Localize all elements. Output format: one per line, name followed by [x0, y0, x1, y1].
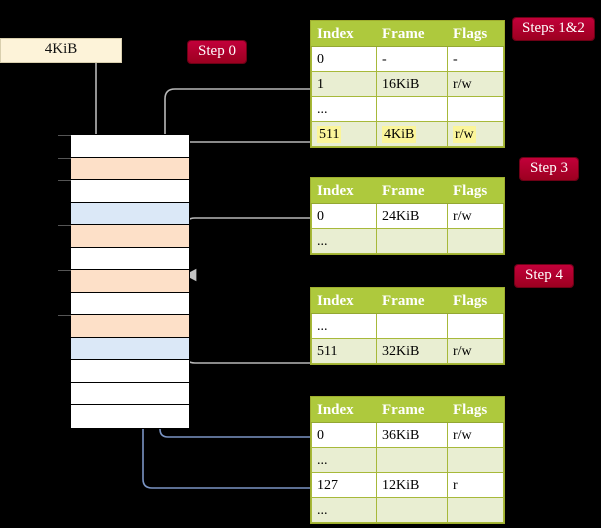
table-row: ...	[311, 447, 504, 473]
cell-index: 0	[311, 203, 377, 229]
cell-frame: -	[376, 46, 448, 72]
cell-frame	[376, 447, 448, 473]
cell-flags	[447, 228, 504, 254]
memory-row-tick	[58, 180, 71, 181]
column-header-frame: Frame	[376, 21, 448, 47]
cell-frame: 16KiB	[376, 71, 448, 97]
column-header-flags: Flags	[447, 178, 504, 204]
column-header-frame: Frame	[376, 178, 448, 204]
memory-row-tick	[58, 315, 71, 316]
cell-frame	[376, 313, 448, 339]
memory-row-tick	[58, 270, 71, 271]
column-header-index: Index	[311, 397, 377, 423]
memory-frame-row	[71, 202, 189, 225]
frame-4kib-label: 4KiB	[44, 41, 78, 57]
badge-step-4: Step 4	[515, 265, 573, 287]
memory-frame-row	[58, 270, 189, 293]
memory-frame-row	[58, 135, 189, 158]
cell-flags: r/w	[447, 71, 504, 97]
table-row: ...	[311, 228, 504, 254]
cell-flags: r	[447, 472, 504, 498]
cell-frame	[376, 96, 448, 122]
table-row: ...	[311, 96, 504, 122]
memory-frame-row	[71, 337, 189, 360]
cell-flags	[447, 447, 504, 473]
column-header-flags: Flags	[447, 21, 504, 47]
cell-frame: 24KiB	[376, 203, 448, 229]
memory-row-tick	[58, 157, 71, 159]
cell-flags: r/w	[447, 203, 504, 229]
column-header-index: Index	[311, 288, 377, 314]
cell-frame	[376, 497, 448, 523]
cell-frame: 36KiB	[376, 422, 448, 448]
memory-frame-row	[71, 247, 189, 270]
memory-frame-row	[71, 360, 189, 383]
cell-index: 511	[311, 121, 377, 147]
memory-frame-row	[58, 180, 189, 203]
memory-frame-row	[71, 292, 189, 315]
cell-frame: 12KiB	[376, 472, 448, 498]
memory-row-tick	[58, 135, 71, 136]
cell-flags	[447, 96, 504, 122]
column-header-frame: Frame	[376, 288, 448, 314]
cell-index: 511	[311, 338, 377, 364]
cell-flags: r/w	[447, 121, 504, 147]
memory-frame-row	[71, 382, 189, 405]
column-header-index: Index	[311, 21, 377, 47]
memory-row-tick	[58, 225, 71, 226]
physical-memory-column	[58, 134, 190, 429]
column-header-frame: Frame	[376, 397, 448, 423]
cell-index: ...	[311, 447, 377, 473]
cell-index: ...	[311, 313, 377, 339]
badge-steps-1-2: Steps 1&2	[513, 18, 594, 40]
cell-index: ...	[311, 228, 377, 254]
table-row: ...	[311, 497, 504, 523]
cell-index: 1	[311, 71, 377, 97]
cell-frame: 4KiB	[376, 121, 448, 147]
cell-frame	[376, 228, 448, 254]
cell-index: 0	[311, 46, 377, 72]
cell-index: ...	[311, 96, 377, 122]
badge-step-0: Step 0	[188, 41, 246, 63]
frame-4kib-box: 4KiB	[0, 38, 122, 63]
memory-frame-row	[71, 405, 189, 428]
cell-flags	[447, 497, 504, 523]
memory-frame-row	[58, 225, 189, 248]
cell-flags	[447, 313, 504, 339]
cell-index: ...	[311, 497, 377, 523]
cell-flags: -	[447, 46, 504, 72]
cell-flags: r/w	[447, 338, 504, 364]
column-header-flags: Flags	[447, 397, 504, 423]
badge-step-3: Step 3	[520, 158, 578, 180]
cell-flags: r/w	[447, 422, 504, 448]
column-header-index: Index	[311, 178, 377, 204]
memory-frame-row	[58, 157, 189, 180]
cell-index: 127	[311, 472, 377, 498]
table-row: ...	[311, 313, 504, 339]
cell-index: 0	[311, 422, 377, 448]
cell-frame: 32KiB	[376, 338, 448, 364]
column-header-flags: Flags	[447, 288, 504, 314]
table-row: 0--	[311, 46, 504, 72]
memory-frame-row	[58, 315, 189, 338]
